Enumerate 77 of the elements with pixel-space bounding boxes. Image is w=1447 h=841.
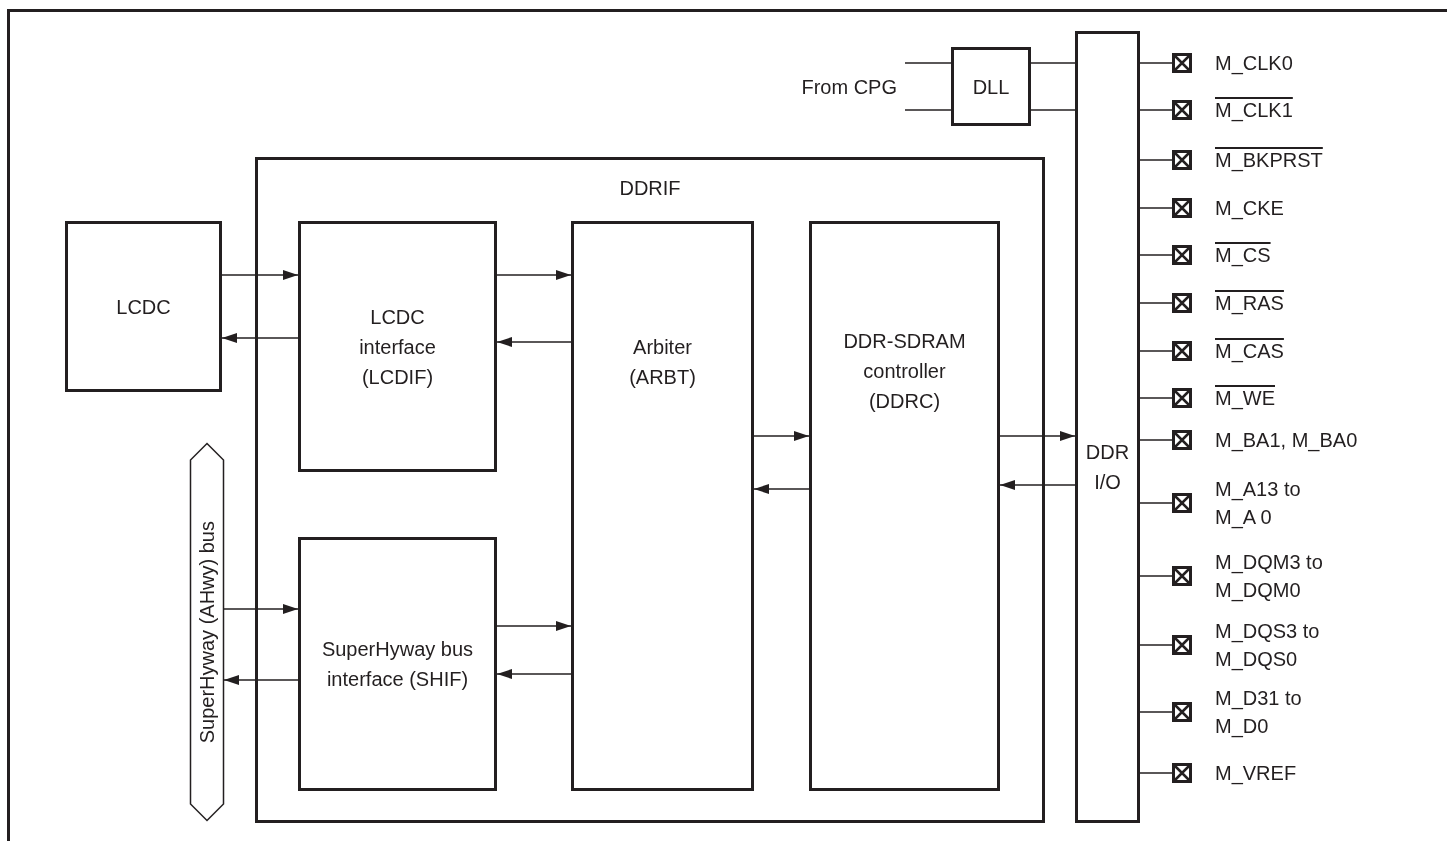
pin-name: M_WE	[1215, 386, 1275, 412]
connector-arrow	[753, 484, 810, 494]
pin-terminal	[1172, 635, 1192, 655]
signal-line	[1030, 109, 1076, 111]
block-box	[298, 221, 497, 472]
pin-terminal	[1172, 53, 1192, 73]
block-box	[951, 47, 1031, 126]
signal-source-label: From CPG	[770, 70, 905, 105]
signal-line	[1139, 350, 1173, 352]
signal-line	[1139, 502, 1173, 504]
connector-arrow	[496, 621, 572, 631]
block-box	[1075, 31, 1140, 823]
pin-name: M_CLK1	[1215, 98, 1293, 124]
pin-terminal	[1172, 150, 1192, 170]
bus-shape	[190, 443, 224, 821]
pin-name: M_CS	[1215, 243, 1271, 269]
pin-terminal	[1172, 293, 1192, 313]
signal-line	[1139, 397, 1173, 399]
connector-arrow	[496, 270, 572, 280]
pin-terminal	[1172, 100, 1192, 120]
pin-terminal	[1172, 388, 1192, 408]
signal-line	[904, 62, 952, 64]
block-label: LCDC	[116, 294, 171, 320]
pin-terminal	[1172, 430, 1192, 450]
connector-arrow	[999, 431, 1076, 441]
module-frame	[255, 157, 1045, 823]
connector-arrow	[496, 337, 572, 347]
pin-name: M_BA1, M_BA0	[1215, 428, 1358, 454]
signal-line	[1139, 575, 1173, 577]
pin-name: M_D31 to M_D0	[1215, 686, 1303, 740]
bus-label: SuperHyway (AHwy) bus	[197, 520, 217, 744]
block-box	[809, 221, 1000, 791]
signal-line	[1139, 644, 1173, 646]
signal-line	[1139, 439, 1173, 441]
signal-line	[1139, 772, 1173, 774]
pin-terminal	[1172, 198, 1192, 218]
connector-arrow	[753, 431, 810, 441]
connector-arrow	[223, 604, 299, 614]
module-title: DDRIF	[619, 176, 681, 200]
signal-line	[1139, 207, 1173, 209]
signal-line	[1139, 109, 1173, 111]
signal-line	[1139, 254, 1173, 256]
block-box	[571, 221, 754, 791]
pin-name: M_CAS	[1215, 339, 1284, 365]
signal-line	[1139, 302, 1173, 304]
pin-name: M_VREF	[1215, 761, 1297, 787]
pin-name: M_CLK0	[1215, 51, 1293, 77]
pin-name: M_A13 to M_A 0	[1215, 477, 1302, 531]
block-label: SuperHyway bus interface (SHIF)	[320, 637, 475, 692]
pin-name: M_DQS3 to M_DQS0	[1215, 619, 1321, 673]
pin-terminal	[1172, 702, 1192, 722]
signal-line	[1139, 159, 1173, 161]
pin-terminal	[1172, 341, 1192, 361]
pin-terminal	[1172, 763, 1192, 783]
pin-name: M_CKE	[1215, 196, 1284, 222]
block-label: DDR-SDRAM controller (DDRC)	[842, 329, 967, 414]
connector-arrow	[999, 480, 1076, 490]
signal-line	[1139, 62, 1173, 64]
block-label: DDR I/O	[1084, 440, 1131, 495]
connector-arrow	[496, 669, 572, 679]
pin-terminal	[1172, 245, 1192, 265]
signal-line	[1030, 62, 1076, 64]
block-label: LCDC interface (LCDIF)	[358, 304, 437, 390]
pin-name: M_RAS	[1215, 291, 1284, 317]
block-label: Arbiter (ARBT)	[628, 335, 697, 390]
signal-line	[904, 109, 952, 111]
signal-line	[1139, 711, 1173, 713]
connector-arrow	[223, 675, 299, 685]
block-label: DLL	[972, 74, 1010, 100]
connector-arrow	[221, 333, 299, 343]
connector-arrow	[221, 270, 299, 280]
pin-name: M_DQM3 to M_DQM0	[1215, 550, 1324, 604]
pin-terminal	[1172, 493, 1192, 513]
pin-name: M_BKPRST	[1215, 148, 1323, 174]
pin-terminal	[1172, 566, 1192, 586]
block-box	[298, 537, 497, 791]
block-box	[65, 221, 222, 392]
